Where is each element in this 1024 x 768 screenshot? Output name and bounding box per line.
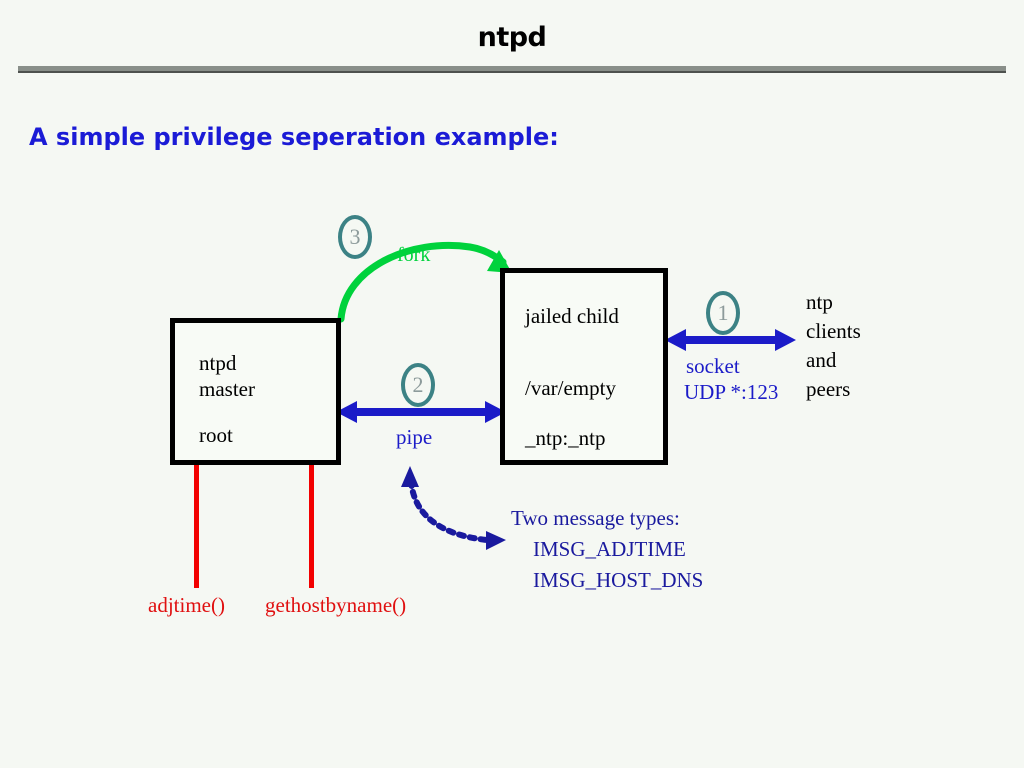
process-box-jailed-child[interactable]: jailed child /var/empty _ntp:_ntp: [500, 268, 668, 465]
clients-line-1: ntp: [806, 290, 833, 314]
child-label-chroot: /var/empty: [525, 376, 616, 400]
master-label-user: root: [199, 423, 233, 447]
message-type-imsg-host-dns: IMSG_HOST_DNS: [533, 568, 704, 592]
clients-line-3: and: [806, 348, 837, 372]
master-label-name: ntpd: [199, 351, 237, 375]
slide-subtitle: A simple privilege seperation example:: [29, 123, 559, 151]
title-divider: [18, 66, 1006, 73]
step-marker-1: 1: [706, 291, 740, 335]
message-types-heading: Two message types:: [511, 506, 680, 530]
clients-line-2: clients: [806, 319, 861, 343]
message-types-arrow: [401, 466, 506, 550]
fork-arrow-label: fork: [397, 244, 431, 266]
message-types-block: Two message types: IMSG_ADJTIME IMSG_HOS…: [511, 503, 703, 596]
pipe-arrow-label: pipe: [396, 425, 433, 449]
socket-arrow-label: socket: [686, 354, 740, 378]
process-box-ntpd-master[interactable]: ntpd master root: [170, 318, 341, 465]
adjtime-call-line: [194, 464, 199, 588]
clients-line-4: peers: [806, 377, 851, 401]
ntp-clients-peers-label: ntp clients and peers: [806, 288, 861, 404]
step-marker-2: 2: [401, 363, 435, 407]
master-label-role: master: [199, 377, 255, 401]
syscall-label-adjtime: adjtime(): [148, 593, 225, 617]
gethostbyname-call-line: [309, 464, 314, 588]
page-title: ntpd: [477, 22, 547, 53]
child-label-name: jailed child: [525, 304, 619, 328]
syscall-label-gethostbyname: gethostbyname(): [265, 593, 407, 617]
step-marker-3: 3: [338, 215, 372, 259]
socket-arrow-port-label: UDP *:123: [684, 380, 779, 404]
child-label-user: _ntp:_ntp: [525, 426, 606, 450]
message-type-imsg-adjtime: IMSG_ADJTIME: [533, 537, 686, 561]
